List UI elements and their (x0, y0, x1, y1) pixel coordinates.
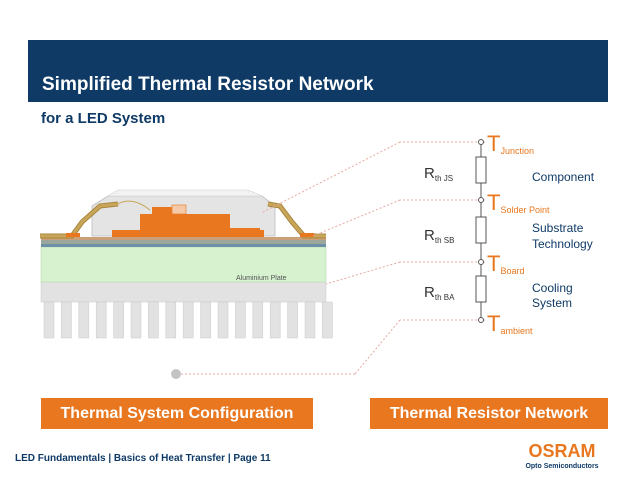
heat-sink-fin (200, 301, 211, 339)
t-junction: TJunction (487, 131, 534, 156)
r-th-js: Rth JS (424, 165, 453, 183)
node-junction (478, 139, 484, 145)
logo-wordmark: OSRAM (529, 441, 596, 461)
heat-sink-fin (235, 301, 246, 339)
led-package (40, 189, 326, 239)
heat-sink-fin (165, 301, 177, 339)
desc-cooling: Cooling (532, 281, 573, 295)
desc-technology: Technology (532, 237, 593, 251)
resistor-sb (475, 216, 487, 244)
t-solder-point: TSolder Point (487, 190, 550, 215)
footer-text: LED Fundamentals | Basics of Heat Transf… (15, 453, 271, 464)
osram-logo: OSRAM Opto Semiconductors (525, 441, 598, 470)
heat-sink-fin (269, 301, 281, 339)
ambient-dot (171, 369, 181, 379)
slide-subtitle: for a LED System (41, 110, 166, 127)
substrate-layer (41, 244, 326, 247)
node-ambient (478, 317, 484, 323)
heat-sink-fin (148, 301, 159, 339)
resistor-js (475, 156, 487, 184)
logo-tagline: Opto Semiconductors (525, 463, 598, 470)
heat-sink-fin (217, 301, 229, 339)
node-solder (478, 197, 484, 203)
t-board: TBoard (487, 251, 524, 276)
aluminium-plate (40, 246, 327, 283)
title-bar: Simplified Thermal Resistor Network (28, 40, 608, 102)
copper-layer (41, 237, 326, 240)
heat-sink-fin (252, 301, 264, 339)
desc-component: Component (532, 170, 595, 184)
heat-sink-fin (95, 301, 107, 339)
guide-lines (176, 141, 485, 375)
heat-sink-fin (43, 301, 55, 339)
heat-sink-fin (113, 301, 124, 339)
slide-title: Simplified Thermal Resistor Network (42, 74, 374, 95)
heat-sink-fin (130, 301, 142, 339)
node-board (478, 259, 484, 265)
resistor-ba (475, 275, 487, 303)
heat-sink-fin (182, 301, 194, 339)
resistor-network: TJunction TSolder Point TBoard Tambient … (424, 131, 595, 336)
thermal-system-configuration-label: Thermal System Configuration (41, 398, 313, 429)
desc-substrate: Substrate (532, 221, 584, 235)
heat-sink (40, 281, 333, 339)
heat-sink-fin (78, 301, 90, 339)
t-ambient: Tambient (487, 311, 533, 336)
heat-sink-fin (61, 301, 72, 339)
desc-system: System (532, 296, 572, 310)
heat-sink-fin (322, 301, 333, 339)
r-th-ba: Rth BA (424, 284, 455, 302)
thermal-resistor-network-label: Thermal Resistor Network (370, 398, 608, 429)
r-th-sb: Rth SB (424, 227, 454, 245)
heat-sink-fin (304, 301, 316, 339)
dielectric-layer (41, 240, 326, 244)
heat-sink-fin (287, 301, 298, 339)
aluminium-plate-label: Aluminium Plate (236, 275, 287, 282)
